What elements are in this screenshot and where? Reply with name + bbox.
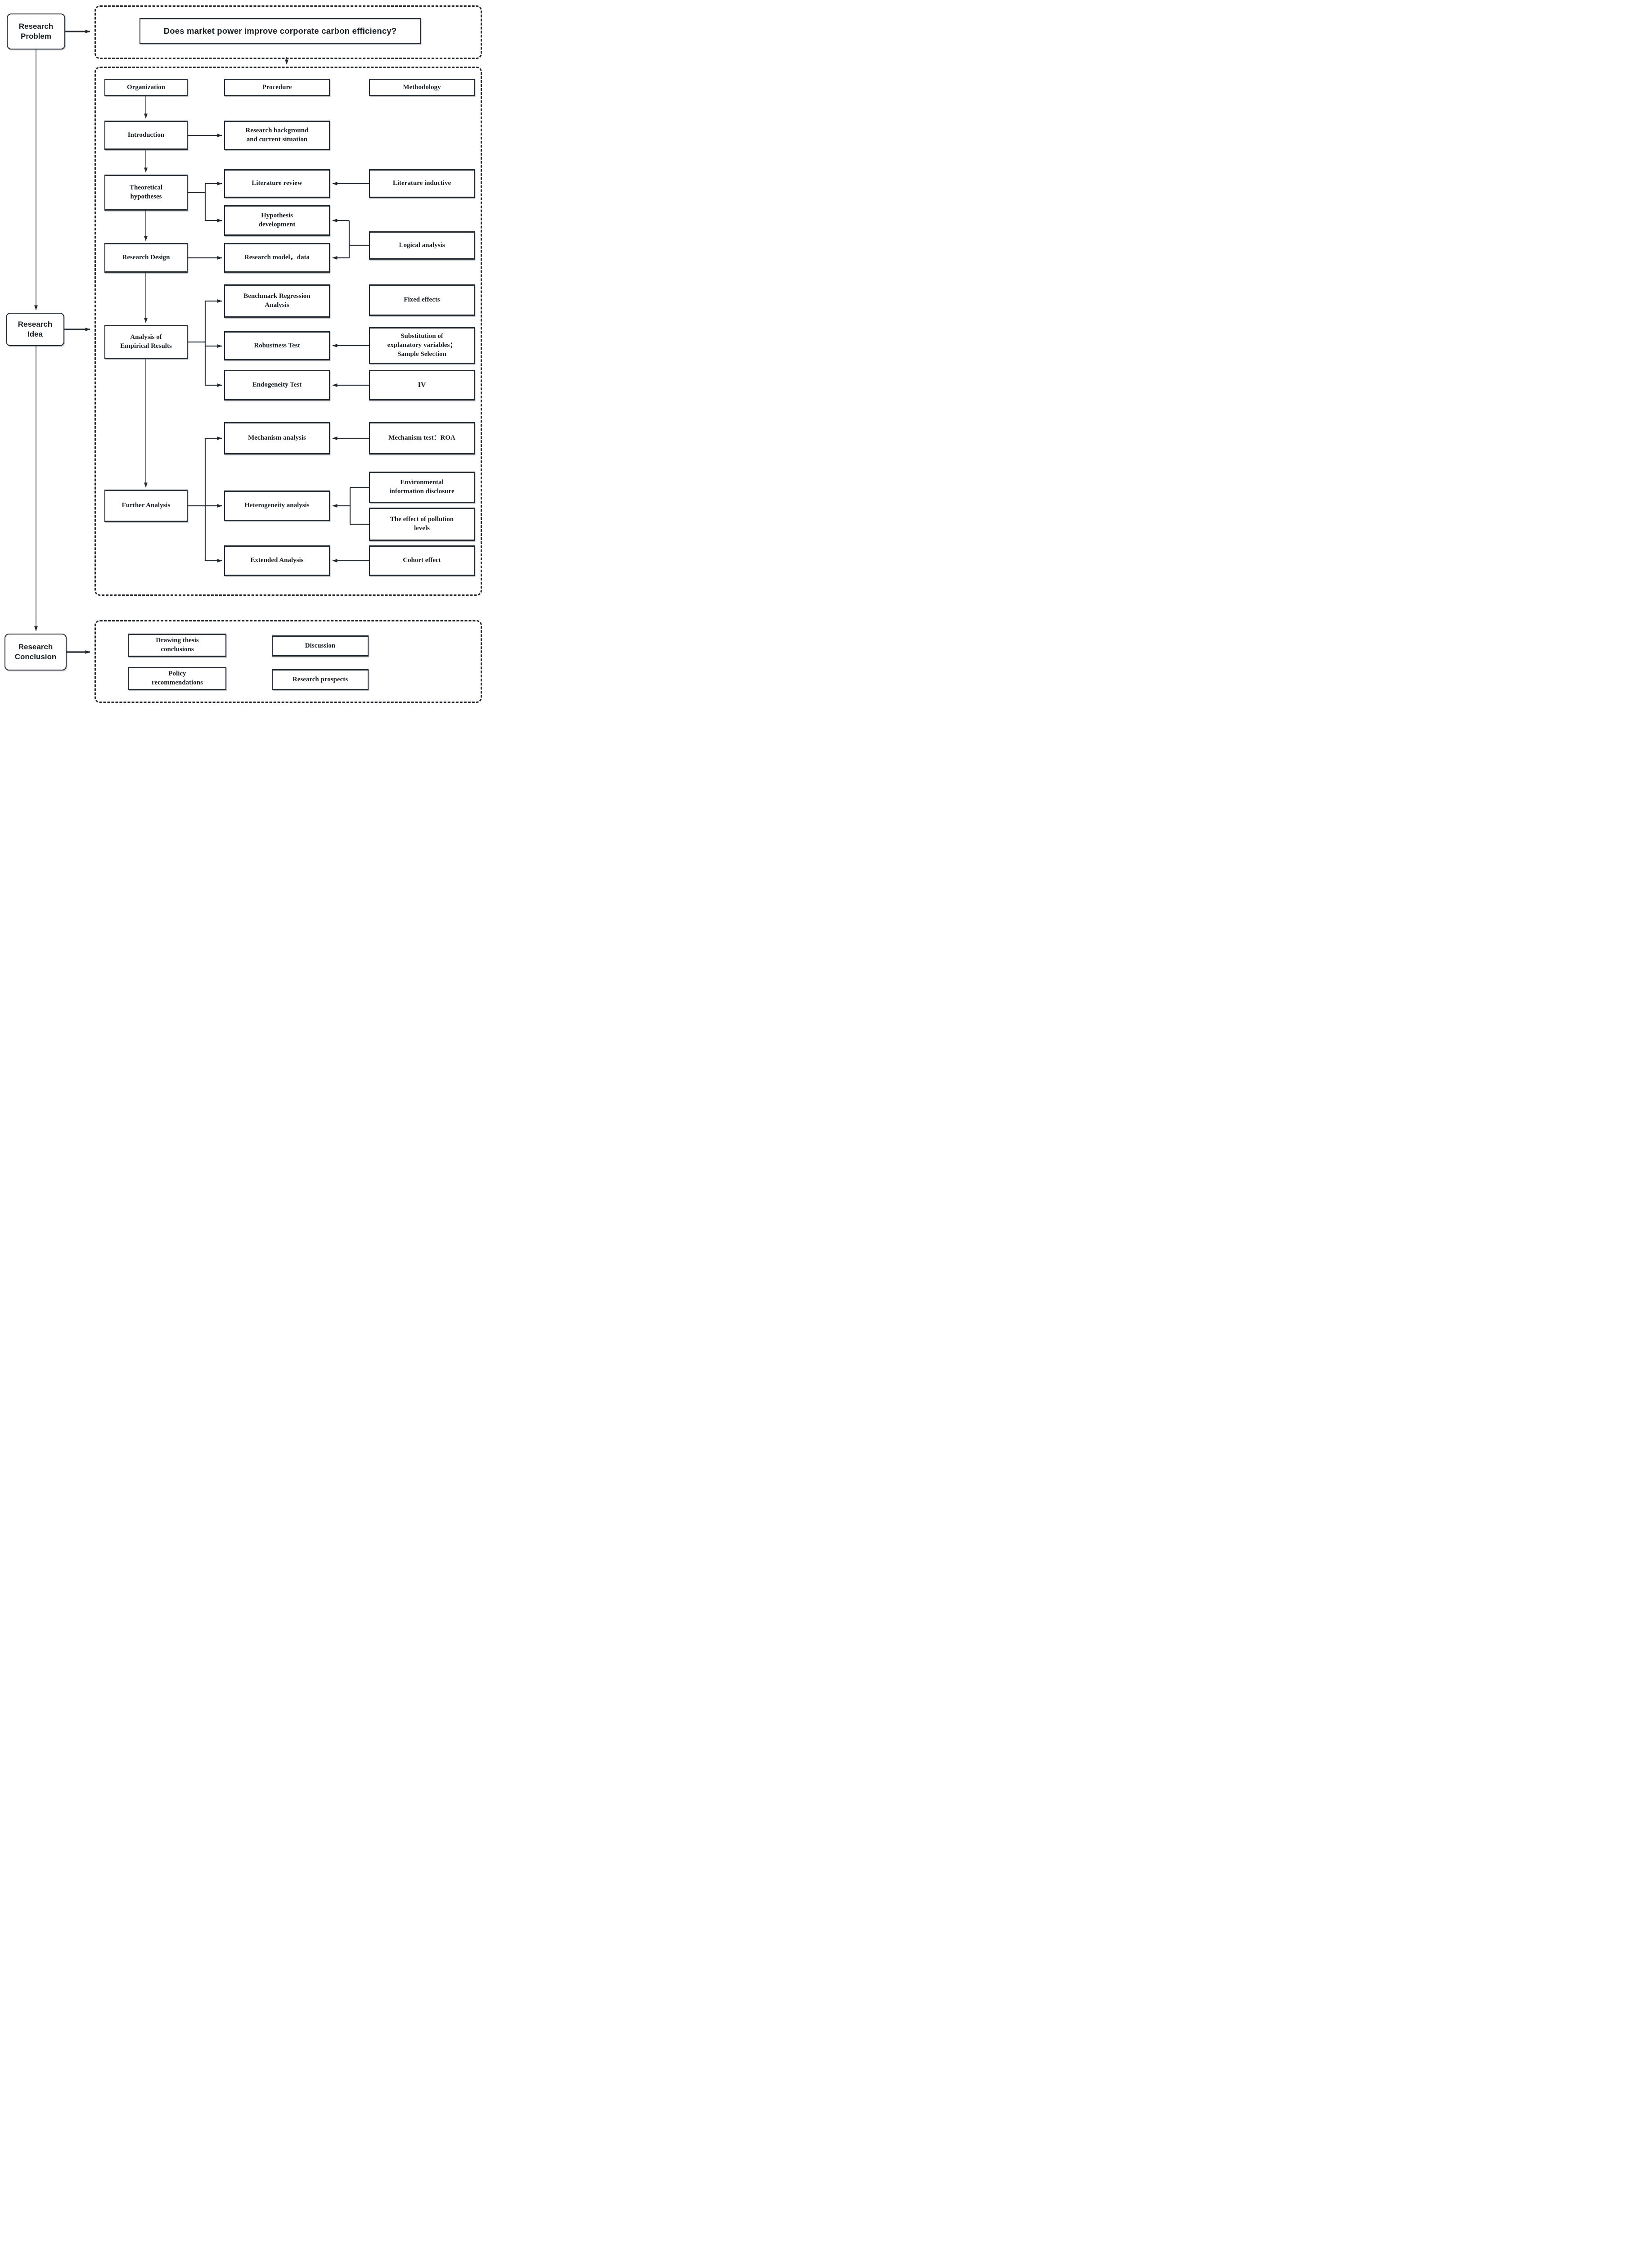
box-heterogeneity-analysis: Heterogeneity analysis	[224, 490, 330, 521]
box-policy-recommendations: Policy recommendations	[128, 667, 226, 690]
flowchart-canvas: Research Problem Research Idea Research …	[0, 0, 495, 717]
box-analysis-empirical-results: Analysis of Empirical Results	[104, 325, 188, 359]
box-endogeneity-test: Endogeneity Test	[224, 370, 330, 400]
box-environmental-disclosure: Environmental information disclosure	[369, 472, 475, 503]
box-literature-inductive: Literature inductive	[369, 169, 475, 198]
box-discussion: Discussion	[272, 635, 369, 657]
box-research-prospects: Research prospects	[272, 669, 369, 690]
header-methodology: Methodology	[369, 79, 475, 96]
box-iv: IV	[369, 370, 475, 400]
box-cohort-effect: Cohort effect	[369, 545, 475, 576]
box-hypothesis-development: Hypothesis development	[224, 205, 330, 236]
header-organization: Organization	[104, 79, 188, 96]
box-mechanism-analysis: Mechanism analysis	[224, 422, 330, 454]
box-pollution-levels: The effect of pollution levels	[369, 508, 475, 541]
box-robustness-test: Robustness Test	[224, 331, 330, 360]
main-section	[95, 67, 482, 596]
box-drawing-thesis-conclusions: Drawing thesis conclusions	[128, 634, 226, 657]
spine-research-conclusion: Research Conclusion	[5, 634, 67, 670]
box-introduction: Introduction	[104, 121, 188, 150]
box-logical-analysis: Logical analysis	[369, 231, 475, 260]
box-literature-review: Literature review	[224, 169, 330, 198]
box-research-background: Research background and current situatio…	[224, 121, 330, 150]
spine-research-idea: Research Idea	[6, 313, 64, 346]
box-benchmark-regression: Benchmark Regression Analysis	[224, 284, 330, 318]
conclusion-section	[95, 620, 482, 703]
box-mechanism-test-roa: Mechanism test：ROA	[369, 422, 475, 454]
box-research-model-data: Research model，data	[224, 243, 330, 273]
box-further-analysis: Further Analysis	[104, 490, 188, 522]
header-procedure: Procedure	[224, 79, 330, 96]
box-fixed-effects: Fixed effects	[369, 284, 475, 316]
box-extended-analysis: Extended Analysis	[224, 545, 330, 576]
box-substitution-sample-selection: Substitution of explanatory variables； S…	[369, 327, 475, 364]
box-research-design: Research Design	[104, 243, 188, 273]
question-box: Does market power improve corporate carb…	[140, 18, 421, 44]
spine-research-problem: Research Problem	[7, 14, 65, 50]
box-theoretical-hypotheses: Theoretical hypotheses	[104, 175, 188, 211]
question-section	[95, 5, 482, 59]
